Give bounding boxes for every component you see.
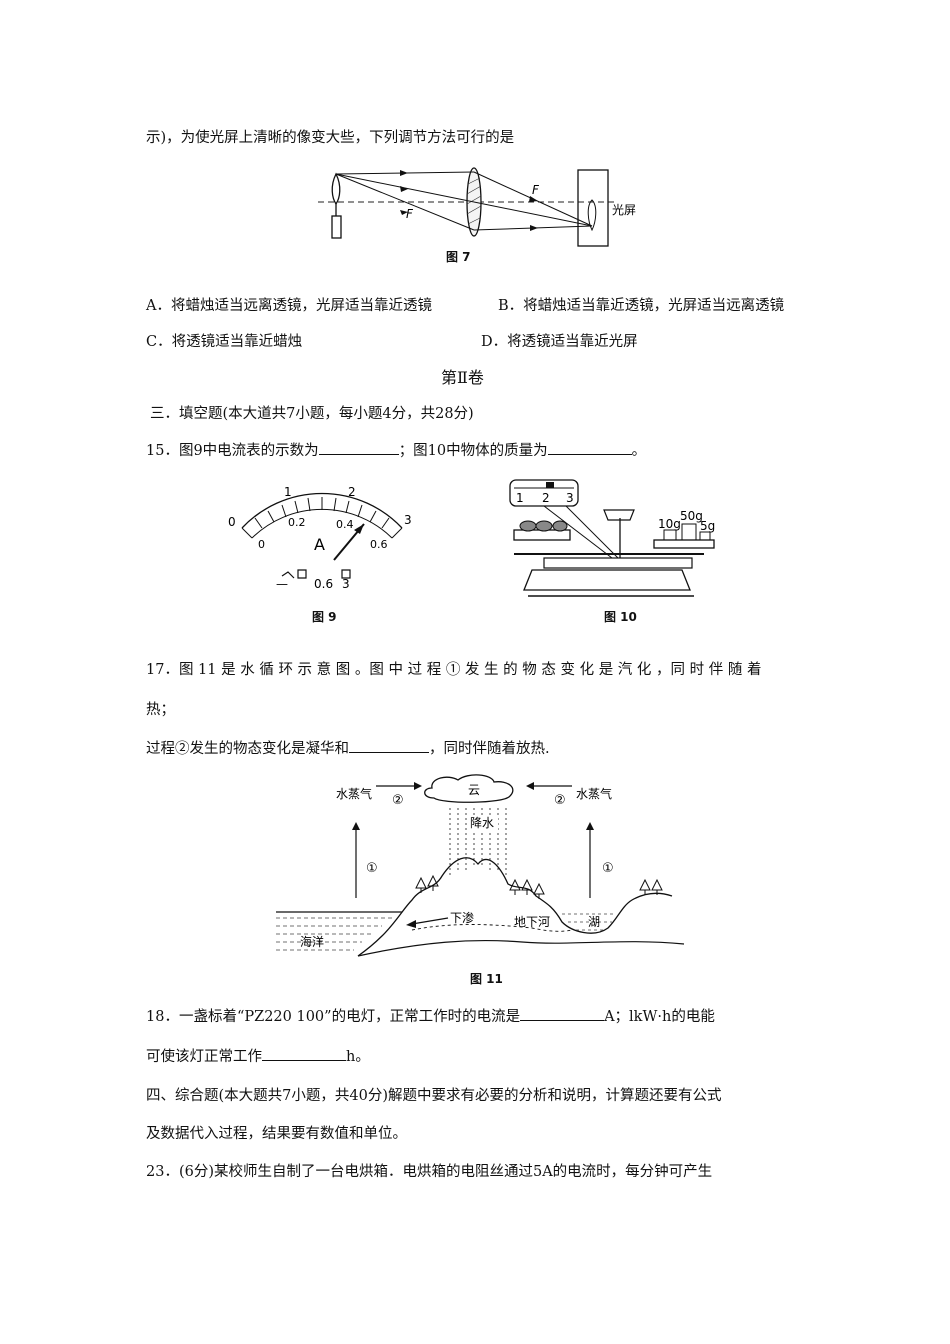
- q14-tail-text: 示)，为使光屏上清晰的像变大些，下列调节方法可行的是: [146, 130, 515, 146]
- q18-part-b: A；lkW·h的电能: [604, 1009, 715, 1025]
- q18-blank-1[interactable]: [520, 1006, 605, 1021]
- question-15: 15．图9中电流表的示数为 ；图10中物体的质量为 。: [146, 440, 646, 461]
- q17-line-3b: ，同时伴随着放热.: [429, 741, 550, 757]
- scale-top-3: 3: [404, 513, 412, 527]
- q15-part-a: 15．图9中电流表的示数为: [146, 443, 319, 459]
- q15-part-c: 。: [631, 443, 647, 459]
- weight-10g: 10g: [658, 517, 681, 531]
- scale-top-1: 1: [284, 485, 292, 499]
- section-3-heading: 三．填空题(本大道共7小题，每小题4分，共28分): [150, 406, 474, 422]
- scale-bottom-2: 0.4: [336, 518, 354, 531]
- cloud-label: 云: [468, 783, 480, 797]
- q18-blank-2[interactable]: [262, 1046, 346, 1061]
- q18-part-c: 可使该灯正常工作: [146, 1049, 262, 1065]
- q18-line-2: 可使该灯正常工作 h。: [146, 1046, 370, 1067]
- section-4-line-2: 及数据代入过程，结果要有数值和单位。: [146, 1126, 407, 1142]
- vapor-left-label: 水蒸气: [336, 786, 372, 801]
- q18-line-1: 18．一盏标着“PZ220 100”的电灯，正常工作时的电流是 A；lkW·h的电…: [146, 1006, 715, 1027]
- q17-line-3a: 过程②发生的物态变化是凝华和: [146, 741, 349, 757]
- scale-top-2: 2: [348, 485, 356, 499]
- ocean-hatching: [276, 917, 392, 951]
- ray-2: [335, 173, 475, 231]
- figure-10-caption: 图 10: [604, 610, 637, 624]
- land-outline: [357, 857, 673, 957]
- cloud: [424, 774, 514, 803]
- screen-image: [587, 199, 597, 232]
- light-screen: [577, 169, 609, 247]
- ammeter-ticks: [241, 497, 403, 539]
- scale-top-0: 0: [228, 515, 236, 529]
- q17-line-3: 过程②发生的物态变化是凝华和 ，同时伴随着放热.: [146, 738, 550, 759]
- q15-blank-1[interactable]: [318, 440, 399, 455]
- part-two-heading: 第Ⅱ卷: [441, 368, 484, 387]
- figure-11-caption: 图 11: [470, 972, 503, 986]
- option-a: A．将蜡烛适当远离透镜，光屏适当靠近透镜: [146, 298, 432, 314]
- ruler-tick-1: 1: [516, 491, 524, 505]
- terminal-06: 0.6: [314, 577, 333, 591]
- ruler-tick-3: 3: [566, 491, 574, 505]
- option-b: B．将蜡烛适当靠近透镜，光屏适当远离透镜: [498, 298, 785, 314]
- terminal-3: 3: [342, 577, 350, 591]
- ruler-tick-2: 2: [542, 491, 550, 505]
- seep-label: 下渗: [450, 910, 474, 925]
- figure-7-lens-diagram: F F 光屏: [318, 167, 636, 247]
- ammeter-arc-inner: [251, 508, 393, 539]
- figure-10-balance: 1 2 3 50g 10g 5g: [509, 479, 715, 597]
- option-d: D．将透镜适当靠近光屏: [481, 334, 638, 350]
- section-4-line-1: 四、综合题(本大题共7小题，共40分)解题中要求有必要的分析和说明，计算题还要有…: [146, 1088, 722, 1104]
- q17-line-1: 17．图 11 是 水 循 环 示 意 图 。图 中 过 程 ① 发 生 的 物…: [146, 662, 762, 678]
- left-pan: [513, 529, 571, 541]
- figure-11-water-cycle: 云 水蒸气 ② 水蒸气 ② 降水 ① ① 海洋: [276, 774, 685, 957]
- trees: [415, 874, 663, 899]
- ammeter-arc-outer: [241, 492, 403, 529]
- q18-part-a: 18．一盏标着“PZ220 100”的电灯，正常工作时的电流是: [146, 1009, 521, 1025]
- q18-part-d: h。: [346, 1049, 370, 1065]
- scale-bottom-3: 0.6: [370, 538, 388, 551]
- beam-scale: [543, 557, 693, 569]
- candle-body: [331, 215, 342, 239]
- q17-blank[interactable]: [349, 738, 429, 753]
- scale-bottom-1: 0.2: [288, 516, 306, 529]
- weight-5g: 5g: [700, 519, 715, 533]
- right-pan: [653, 539, 715, 549]
- ray-6: [473, 201, 593, 227]
- figure-9-ammeter: 0 1 2 3 0 0.2 0.4 0.6 A — 0.6 3: [228, 485, 412, 591]
- terminal-neg: —: [276, 577, 288, 591]
- circle-2-left: ②: [392, 793, 404, 808]
- lake-hatching: [562, 913, 616, 931]
- candle-flame: [331, 172, 341, 206]
- lake-label: 湖: [588, 914, 600, 929]
- circle-1-left: ①: [366, 861, 378, 876]
- rain-label: 降水: [470, 816, 494, 830]
- focus-label-left: F: [406, 207, 414, 221]
- scale-bottom-0: 0: [258, 538, 265, 551]
- focus-label-right: F: [532, 183, 540, 197]
- unit-label: A: [314, 535, 325, 554]
- screen-label: 光屏: [612, 203, 636, 217]
- figure-9-caption: 图 9: [312, 610, 337, 624]
- weight-50g: 50g: [680, 509, 703, 523]
- figure-7-caption: 图 7: [446, 250, 471, 264]
- q15-blank-2[interactable]: [547, 440, 632, 455]
- balance-base: [523, 569, 691, 591]
- ocean-label: 海洋: [300, 934, 324, 949]
- circle-2-right: ②: [554, 793, 566, 808]
- vapor-right-label: 水蒸气: [576, 786, 612, 801]
- river-label: 地下河: [514, 915, 550, 929]
- q17-line-2: 热；: [146, 702, 175, 718]
- circle-1-right: ①: [602, 861, 614, 876]
- rider: [546, 482, 554, 488]
- option-c: C．将透镜适当靠近蜡烛: [146, 334, 303, 350]
- q15-part-b: ；图10中物体的质量为: [398, 443, 548, 459]
- question-23: 23．(6分)某校师生自制了一台电烘箱．电烘箱的电阻丝通过5A的电流时，每分钟可…: [146, 1164, 713, 1180]
